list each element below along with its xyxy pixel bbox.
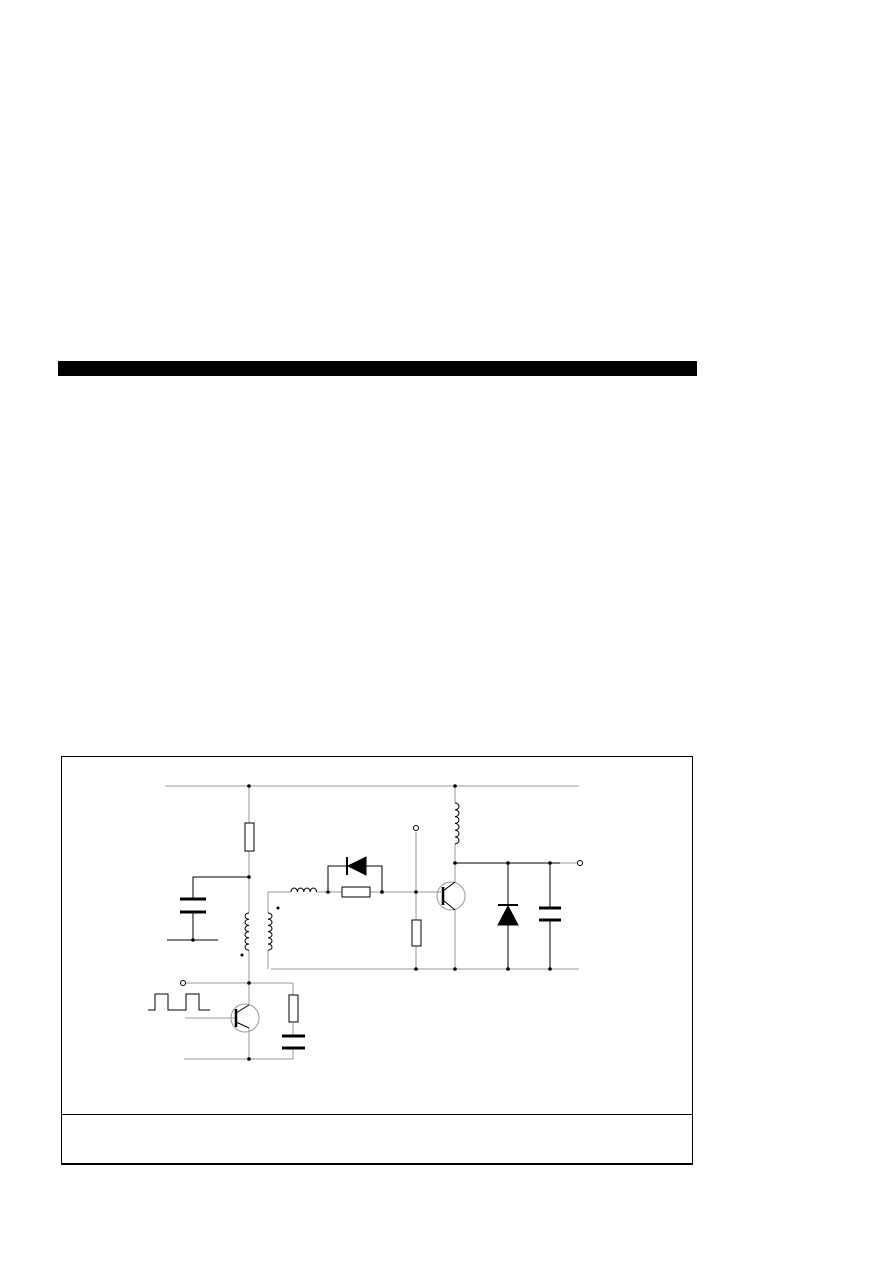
transformer-secondary xyxy=(267,912,273,951)
resistor-r3 xyxy=(411,919,422,947)
capacitor-c3 xyxy=(282,1034,305,1050)
terminal xyxy=(413,825,419,831)
section-divider-bar xyxy=(58,361,697,376)
transistor-q2 xyxy=(436,881,466,911)
inductor-l2 xyxy=(454,802,460,845)
resistor-r2 xyxy=(341,886,371,898)
junction-dots xyxy=(191,784,552,1061)
square-wave-icon xyxy=(148,993,210,1011)
diode-d2 xyxy=(497,904,519,926)
resistor-r1 xyxy=(244,822,255,852)
capacitor-c1 xyxy=(180,897,206,914)
inductor-l1 xyxy=(290,887,318,893)
figure-caption-divider xyxy=(61,1114,693,1115)
terminal xyxy=(577,860,583,866)
resistor-r4 xyxy=(288,994,299,1023)
capacitor-c2 xyxy=(539,906,561,922)
diode-d1 xyxy=(346,856,367,876)
black-wires xyxy=(167,862,560,969)
terminal xyxy=(180,980,186,986)
transformer-primary xyxy=(244,912,250,951)
figure-frame xyxy=(61,756,693,1165)
transistor-q1 xyxy=(230,1003,260,1033)
